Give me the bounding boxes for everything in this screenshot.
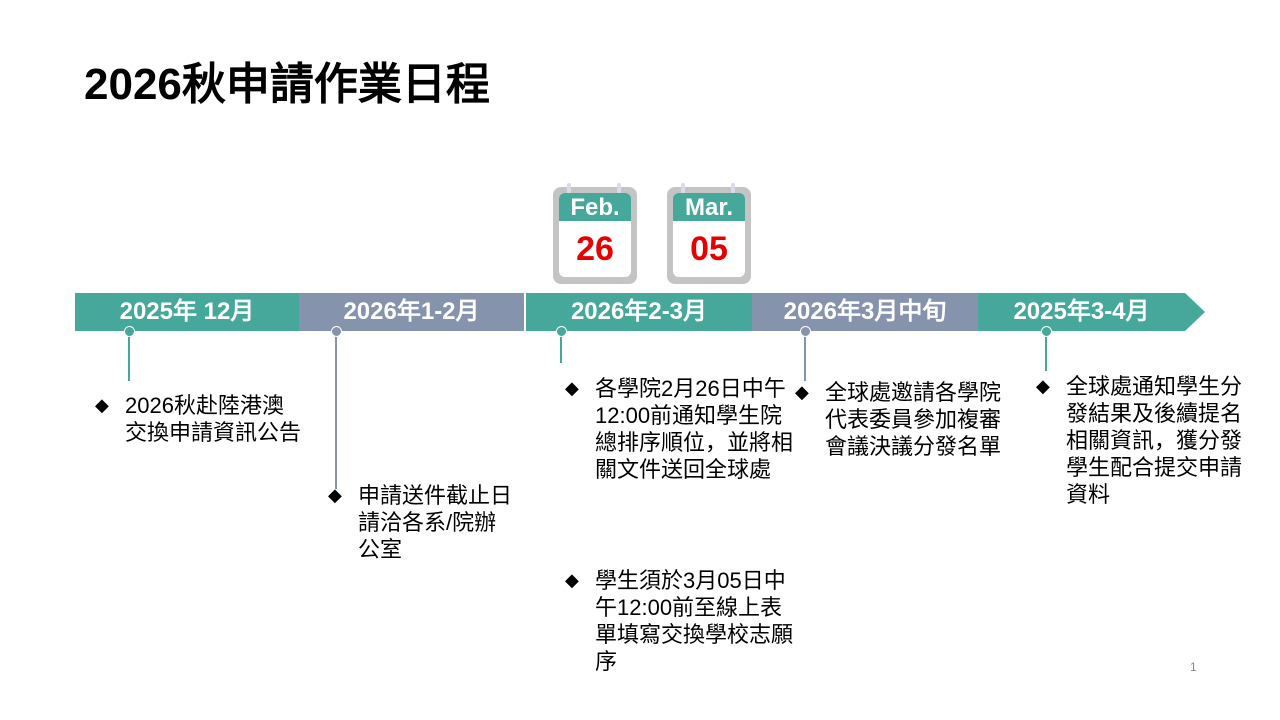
timeline-item: 學生須於3月05日中午12:00前至線上表單填寫交換學校志願序 (565, 567, 795, 675)
calendar-feb-icon: Feb. 26 (553, 183, 637, 284)
connector-line (804, 331, 806, 381)
calendar-month: Feb. (559, 193, 631, 221)
connector-dot (1041, 326, 1052, 337)
timeline-item: 2026秋赴陸港澳交換申請資訊公告 (95, 392, 303, 446)
calendar-mar-icon: Mar. 05 (667, 183, 751, 284)
connector-line (128, 331, 130, 381)
calendar-day: 05 (673, 221, 745, 277)
connector-dot (124, 326, 135, 337)
calendar-month: Mar. (673, 193, 745, 221)
connector-line (335, 331, 337, 489)
calendar-day: 26 (559, 221, 631, 277)
connector-line (1045, 331, 1047, 371)
timeline-item: 申請送件截止日請洽各系/院辦公室 (328, 482, 514, 563)
timeline-segment-3: 2026年2-3月 (526, 293, 752, 331)
connector-dot (331, 326, 342, 337)
timeline-item: 全球處通知學生分發結果及後續提名相關資訊，獲分發學生配合提交申請資料 (1036, 373, 1244, 508)
timeline-segment-4: 2026年3月中旬 (752, 293, 978, 331)
timeline-item: 各學院2月26日中午12:00前通知學生院總排序順位，並將相關文件送回全球處 (565, 375, 795, 483)
connector-line (560, 331, 562, 363)
timeline-segment-1: 2025年 12月 (75, 293, 299, 331)
connector-dot (556, 326, 567, 337)
page-number: 1 (1190, 660, 1197, 674)
timeline-item: 全球處邀請各學院代表委員參加複審會議決議分發名單 (795, 379, 1003, 460)
timeline-segment-5: 2025年3-4月 (978, 293, 1185, 331)
timeline-arrow-icon (1185, 293, 1205, 331)
connector-dot (800, 326, 811, 337)
page-title: 2026秋申請作業日程 (84, 60, 490, 109)
timeline-segment-2: 2026年1-2月 (299, 293, 524, 331)
